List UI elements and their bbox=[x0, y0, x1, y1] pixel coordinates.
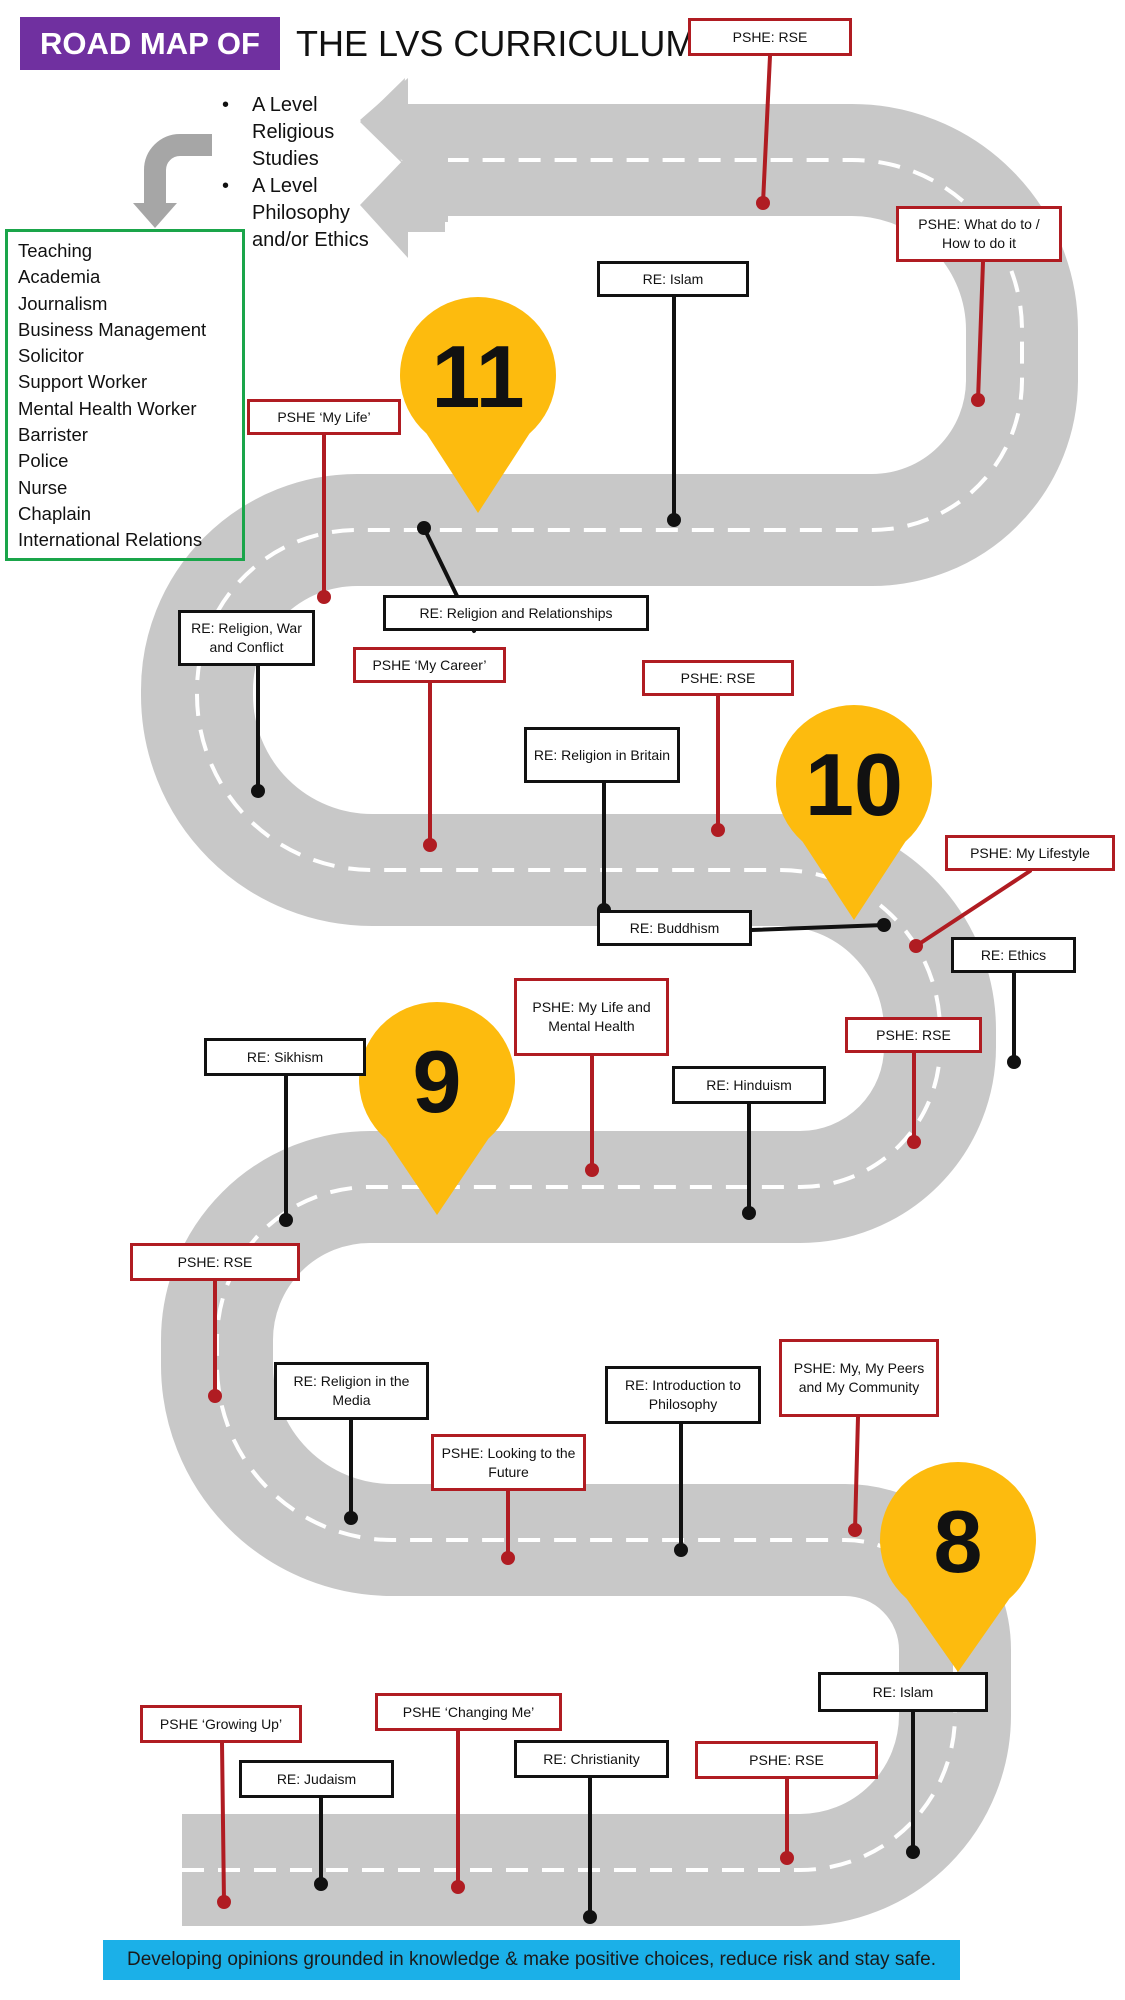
year-marker-number: 11 bbox=[431, 327, 524, 426]
leader-dot bbox=[251, 784, 265, 798]
leader-dot bbox=[907, 1135, 921, 1149]
title-badge: ROAD MAP OF bbox=[20, 17, 280, 70]
re-religion-war-label: RE: Religion, War and Conflict bbox=[178, 610, 315, 666]
career-item: Barrister bbox=[18, 424, 88, 446]
pshe-my-career-label: PSHE ‘My Career’ bbox=[353, 647, 506, 683]
leader-dot bbox=[756, 196, 770, 210]
careers-box: Teaching Academia Journalism Business Ma… bbox=[5, 229, 245, 561]
career-item: Chaplain bbox=[18, 502, 92, 524]
re-sikhism-label: RE: Sikhism bbox=[204, 1038, 366, 1076]
leader-dot bbox=[208, 1389, 222, 1403]
year-marker-number: 9 bbox=[413, 1032, 462, 1131]
re-intro-philosophy-label: RE: Introduction to Philosophy bbox=[605, 1366, 761, 1424]
career-item: Teaching bbox=[18, 240, 93, 261]
career-item: Journalism bbox=[18, 292, 108, 314]
leader-line bbox=[976, 260, 985, 402]
leader-dot bbox=[1007, 1055, 1021, 1069]
pshe-my-life-label: PSHE ‘My Life’ bbox=[247, 399, 401, 435]
pshe-peers-label: PSHE: My, My Peers and My Community bbox=[779, 1339, 939, 1417]
pshe-growing-up-label: PSHE ‘Growing Up’ bbox=[140, 1705, 302, 1743]
career-item: Mental Health Worker bbox=[18, 397, 197, 419]
leader-dot bbox=[501, 1551, 515, 1565]
careers-arrow bbox=[133, 134, 212, 228]
pshe-rse-bottom-label: PSHE: RSE bbox=[695, 1741, 878, 1779]
footer-banner: Developing opinions grounded in knowledg… bbox=[103, 1940, 960, 1980]
pshe-rse-left-label: PSHE: RSE bbox=[130, 1243, 300, 1281]
year-marker-pin bbox=[776, 705, 932, 920]
leader-dot bbox=[906, 1845, 920, 1859]
leader-line bbox=[220, 1741, 226, 1904]
leader-dot bbox=[317, 590, 331, 604]
career-item: Solicitor bbox=[18, 345, 84, 367]
leader-dot bbox=[583, 1910, 597, 1924]
leader-dot bbox=[742, 1206, 756, 1220]
pshe-changing-me-label: PSHE ‘Changing Me’ bbox=[375, 1693, 562, 1731]
re-hinduism-label: RE: Hinduism bbox=[672, 1066, 826, 1104]
leader-line bbox=[761, 54, 772, 205]
career-item: Nurse bbox=[18, 476, 68, 498]
leader-dot bbox=[780, 1851, 794, 1865]
year-marker-pin bbox=[359, 1002, 515, 1215]
leader-dot bbox=[344, 1511, 358, 1525]
leader-lines bbox=[208, 54, 1032, 1924]
re-islam-top-label: RE: Islam bbox=[597, 261, 749, 297]
career-item: Academia bbox=[18, 266, 101, 288]
leader-dot bbox=[417, 521, 431, 535]
re-judaism-label: RE: Judaism bbox=[239, 1760, 394, 1798]
career-item: International Relations bbox=[18, 529, 203, 551]
pshe-looking-future-label: PSHE: Looking to the Future bbox=[431, 1434, 586, 1491]
leader-dot bbox=[314, 1877, 328, 1891]
pshe-rse-top-label: PSHE: RSE bbox=[688, 18, 852, 56]
leader-dot bbox=[674, 1543, 688, 1557]
leader-line bbox=[750, 923, 886, 932]
year-marker-pin bbox=[400, 297, 556, 513]
re-islam-bottom-label: RE: Islam bbox=[818, 1672, 988, 1712]
career-item: Police bbox=[18, 450, 69, 472]
a-level-item: A Level Religious Studies bbox=[220, 92, 390, 173]
year-markers: 11 10 9 8 bbox=[359, 297, 1036, 1672]
leader-dot bbox=[877, 918, 891, 932]
re-religion-britain-label: RE: Religion in Britain bbox=[524, 727, 680, 783]
career-item: Business Management bbox=[18, 318, 207, 340]
year-marker-number: 10 bbox=[805, 735, 903, 834]
a-level-item: A Level Philosophy and/or Ethics bbox=[220, 173, 390, 254]
page-title: THE LVS CURRICULUM bbox=[296, 22, 696, 64]
leader-dot bbox=[711, 823, 725, 837]
leader-dot bbox=[848, 1523, 862, 1537]
re-buddhism-label: RE: Buddhism bbox=[597, 910, 752, 946]
leader-dot bbox=[971, 393, 985, 407]
year-marker-pin bbox=[880, 1462, 1036, 1672]
leader-line bbox=[914, 869, 1032, 948]
pshe-rse-mid-label: PSHE: RSE bbox=[642, 660, 794, 696]
a-level-list: A Level Religious Studies A Level Philos… bbox=[220, 92, 390, 254]
leader-line bbox=[853, 1415, 860, 1532]
leader-dot bbox=[585, 1163, 599, 1177]
year-marker-number: 8 bbox=[934, 1492, 983, 1591]
pshe-rse-9-label: PSHE: RSE bbox=[845, 1017, 982, 1053]
pshe-mental-health-label: PSHE: My Life and Mental Health bbox=[514, 978, 669, 1056]
re-religion-relationships-label: RE: Religion and Relationships bbox=[383, 595, 649, 631]
re-religion-media-label: RE: Religion in the Media bbox=[274, 1362, 429, 1420]
re-ethics-label: RE: Ethics bbox=[951, 937, 1076, 973]
leader-dot bbox=[423, 838, 437, 852]
pshe-my-lifestyle-label: PSHE: My Lifestyle bbox=[945, 835, 1115, 871]
leader-dot bbox=[667, 513, 681, 527]
pshe-what-do-label: PSHE: What do to / How to do it bbox=[896, 206, 1062, 262]
leader-dot bbox=[909, 939, 923, 953]
leader-dot bbox=[451, 1880, 465, 1894]
leader-dot bbox=[217, 1895, 231, 1909]
re-christianity-label: RE: Christianity bbox=[514, 1740, 669, 1778]
leader-dot bbox=[279, 1213, 293, 1227]
career-item: Support Worker bbox=[18, 371, 148, 393]
